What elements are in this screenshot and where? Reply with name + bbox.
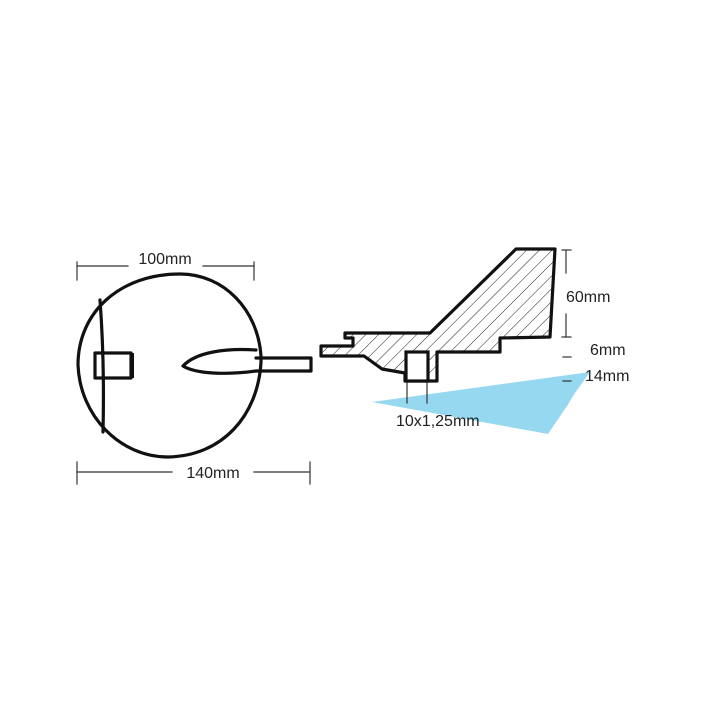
dimension-bottom-width: 140mm xyxy=(76,461,311,485)
mounting-boss-edge xyxy=(131,353,134,378)
fin-slot-outline xyxy=(181,347,258,375)
anode-disc-outline xyxy=(76,272,263,459)
dimension-label-stud-length: 14mm xyxy=(585,368,629,385)
dimension-label-bottom-width: 140mm xyxy=(186,465,239,482)
accent-shape xyxy=(372,372,590,434)
dimension-thickness: 6mm xyxy=(562,342,626,359)
accent-shape-highlight xyxy=(560,372,590,420)
side-view: 60mm 6mm 14mm 10x1,25mm xyxy=(319,247,629,434)
dimension-label-thickness: 6mm xyxy=(590,342,626,359)
dimension-stud-length: 14mm xyxy=(562,368,629,385)
dimension-top-width: 100mm xyxy=(76,251,255,281)
dimension-label-thread: 10x1,25mm xyxy=(396,413,480,430)
fin-tail-outline xyxy=(254,356,313,373)
top-view: 100mm 140mm xyxy=(76,251,313,485)
section-body xyxy=(319,247,557,383)
mounting-edge-line xyxy=(98,298,105,434)
stud-insert xyxy=(404,350,430,383)
dimension-thread: 10x1,25mm xyxy=(396,382,480,430)
mounting-boss xyxy=(93,351,133,380)
dimension-label-height: 60mm xyxy=(566,289,610,306)
dimension-label-top-width: 100mm xyxy=(138,251,191,268)
dimension-height: 60mm xyxy=(561,249,610,338)
